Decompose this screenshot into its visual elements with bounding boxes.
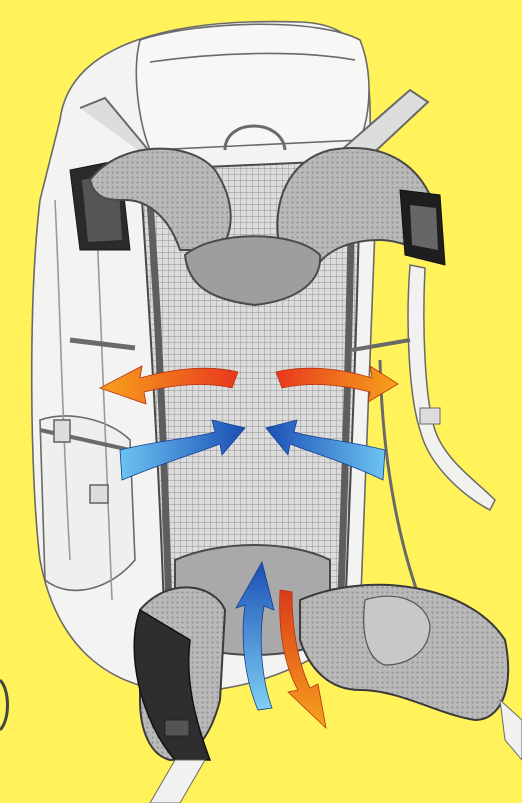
buckle-left-2 <box>90 485 108 503</box>
strap-stripe-right <box>410 205 438 250</box>
hip-buckle <box>165 720 189 736</box>
strap-buckle-right <box>420 408 440 424</box>
buckle-left <box>54 420 70 442</box>
pack-lid <box>136 24 369 150</box>
